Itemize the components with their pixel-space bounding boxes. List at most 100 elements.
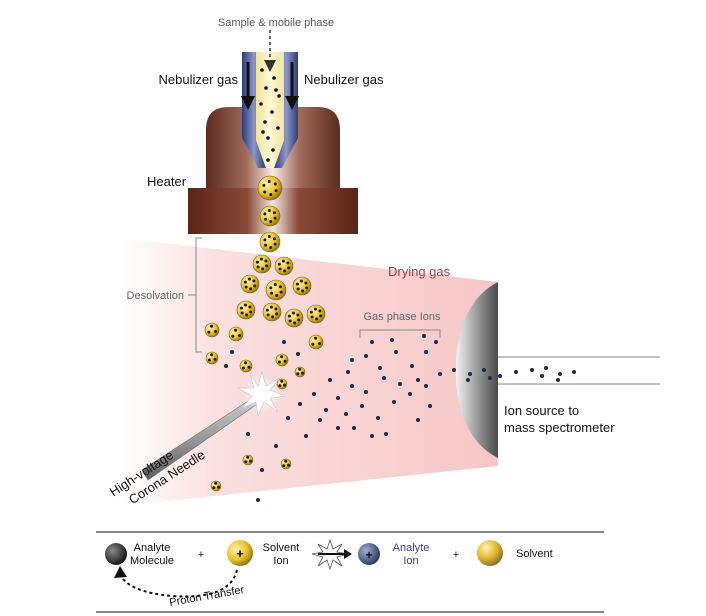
charged-droplet bbox=[210, 480, 222, 492]
gas-phase-ion bbox=[408, 392, 412, 396]
sample-particle bbox=[266, 158, 270, 162]
nebulizer-gas-left-label: Nebulizer gas bbox=[159, 72, 239, 87]
gas-phase-ion bbox=[224, 364, 228, 368]
charged-droplet bbox=[239, 359, 253, 373]
gas-phase-ion bbox=[350, 358, 354, 362]
charged-droplet bbox=[242, 454, 254, 466]
legend-solvent: Solvent bbox=[516, 548, 553, 560]
sample-particle bbox=[263, 120, 267, 124]
legend-analyte-ion-line1: Analyte bbox=[393, 542, 430, 554]
gas-phase-ion bbox=[392, 400, 396, 404]
gas-phase-ion bbox=[416, 378, 420, 382]
gas-phase-ion bbox=[286, 416, 290, 420]
charged-droplet bbox=[280, 458, 292, 470]
gas-phase-ion bbox=[488, 376, 492, 380]
gas-phase-ion bbox=[318, 418, 322, 422]
gas-phase-ion bbox=[260, 468, 264, 472]
gas-phase-ion bbox=[282, 340, 286, 344]
ion-source-cone bbox=[456, 282, 498, 458]
charged-droplet bbox=[259, 205, 281, 227]
charged-droplet bbox=[257, 175, 283, 201]
desolvation-label: Desolvation bbox=[127, 290, 184, 302]
gas-phase-ion bbox=[422, 334, 426, 338]
gas-phase-ion bbox=[364, 390, 368, 394]
gas-phase-ion bbox=[370, 340, 374, 344]
legend-plus-2: + bbox=[453, 549, 459, 561]
gas-phase-ion bbox=[352, 426, 356, 430]
gas-phase-ion bbox=[410, 364, 414, 368]
gas-phase-ion bbox=[424, 384, 428, 388]
gas-phase-ion bbox=[424, 350, 428, 354]
gas-phase-ion bbox=[466, 378, 470, 382]
gas-phase-ion bbox=[468, 372, 472, 376]
gas-phase-ion bbox=[530, 368, 534, 372]
gas-phase-ions-label: Gas phase Ions bbox=[363, 311, 441, 323]
nebulizer-arrow-left bbox=[241, 62, 255, 110]
sample-inlet-arrow bbox=[264, 30, 276, 72]
legend: Analyte Molecule + + Solvent Ion + Analy… bbox=[96, 531, 604, 613]
sample-particle bbox=[276, 126, 280, 130]
sample-particle bbox=[272, 76, 276, 80]
gas-phase-ion bbox=[572, 370, 576, 374]
charged-droplet bbox=[294, 366, 306, 378]
gas-phase-ion bbox=[498, 374, 502, 378]
gas-phase-ion bbox=[434, 340, 438, 344]
analyte-molecule-icon bbox=[105, 543, 127, 565]
gas-phase-ion bbox=[336, 426, 340, 430]
sample-inlet-label: Sample & mobile phase bbox=[218, 17, 334, 29]
gas-phase-ion bbox=[556, 378, 560, 382]
sample-particle bbox=[259, 102, 263, 106]
charged-droplet bbox=[252, 254, 272, 274]
gas-phase-ion bbox=[296, 352, 300, 356]
analyte-ion-icon bbox=[358, 543, 380, 565]
charged-droplet bbox=[306, 304, 326, 324]
heater-label: Heater bbox=[147, 174, 187, 189]
sample-particle bbox=[271, 148, 275, 152]
charged-droplet bbox=[284, 308, 304, 328]
gas-phase-ion bbox=[558, 372, 562, 376]
ion-source-label-line2: mass spectrometer bbox=[504, 420, 615, 435]
charged-droplet bbox=[259, 231, 281, 253]
legend-analyte-molecule-line2: Molecule bbox=[130, 555, 174, 567]
charged-droplet bbox=[236, 300, 256, 320]
gas-phase-ion bbox=[346, 370, 350, 374]
gas-phase-ion bbox=[328, 378, 332, 382]
gas-phase-ion bbox=[428, 404, 432, 408]
gas-phase-ion bbox=[304, 434, 308, 438]
sample-particle bbox=[274, 88, 278, 92]
gas-phase-ion bbox=[312, 392, 316, 396]
charged-droplet bbox=[204, 322, 220, 338]
charged-droplet bbox=[308, 334, 324, 350]
sample-particles bbox=[259, 68, 281, 162]
gas-phase-ion bbox=[378, 366, 382, 370]
charged-droplet bbox=[274, 256, 294, 276]
charged-droplet bbox=[262, 302, 282, 322]
nebulizer-arrow-right bbox=[285, 62, 299, 110]
gas-phase-ion bbox=[544, 366, 548, 370]
gas-phase-ion bbox=[514, 370, 518, 374]
charged-droplet bbox=[292, 276, 312, 296]
gas-phase-ion bbox=[540, 374, 544, 378]
legend-plus-1: + bbox=[198, 549, 204, 561]
reaction-spark-arrow-icon bbox=[311, 538, 352, 571]
gas-phase-ion bbox=[438, 372, 442, 376]
gas-phase-ion bbox=[230, 350, 234, 354]
solvent-ion-icon bbox=[227, 540, 253, 566]
gas-phase-ion bbox=[360, 404, 364, 408]
charged-droplet bbox=[205, 351, 219, 365]
ion-source-label-line1: Ion source to bbox=[504, 403, 579, 418]
sample-particle bbox=[270, 110, 274, 114]
drying-gas-label: Drying gas bbox=[388, 264, 451, 279]
charged-droplet bbox=[240, 274, 260, 294]
charged-droplet bbox=[275, 353, 289, 367]
proton-transfer-arrow bbox=[114, 566, 238, 598]
gas-phase-ion bbox=[398, 382, 402, 386]
gas-phase-ions bbox=[224, 334, 576, 502]
legend-analyte-ion-line2: Ion bbox=[403, 555, 418, 567]
analyte-ion-charge: + bbox=[365, 548, 372, 562]
gas-phase-ion bbox=[256, 498, 260, 502]
gas-phase-ion bbox=[416, 418, 420, 422]
gas-phase-ion bbox=[482, 368, 486, 372]
sample-particle bbox=[260, 68, 264, 72]
